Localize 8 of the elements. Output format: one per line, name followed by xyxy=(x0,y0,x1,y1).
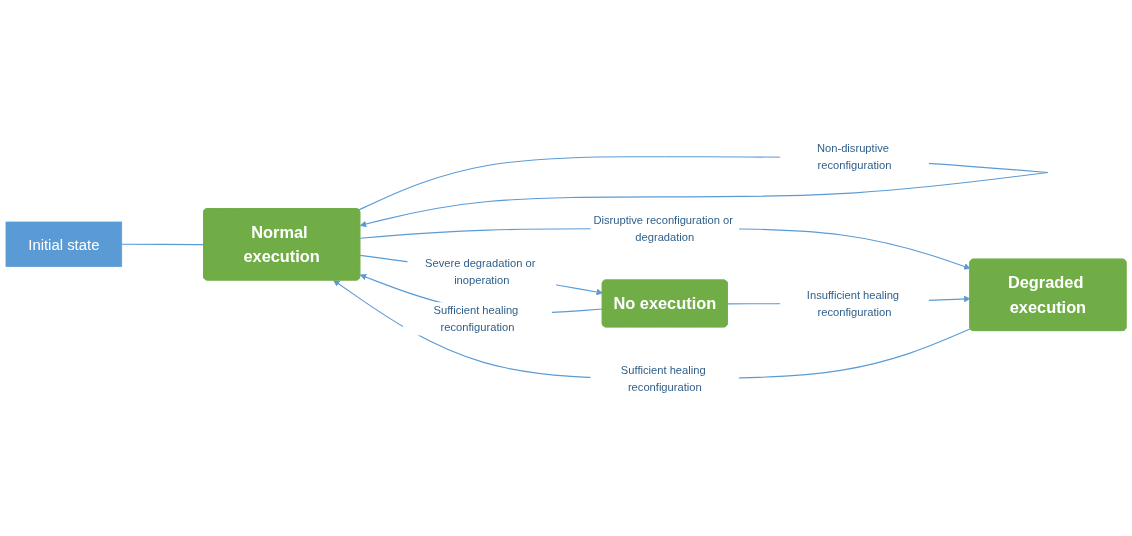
edge-label: Insufficient healing reconfiguration xyxy=(806,288,900,319)
edge-label: Severe degradation or inoperation xyxy=(424,257,536,287)
edge-label: Disruptive reconfiguration or degradation xyxy=(593,213,734,244)
edge-label: Sufficient healing reconfiguration xyxy=(433,304,519,334)
edge-label: Non-disruptive reconfiguration xyxy=(816,141,892,172)
node-box: Initial state xyxy=(5,222,123,268)
edge-label: Sufficient healing reconfiguration xyxy=(620,363,706,393)
connector xyxy=(121,244,205,246)
